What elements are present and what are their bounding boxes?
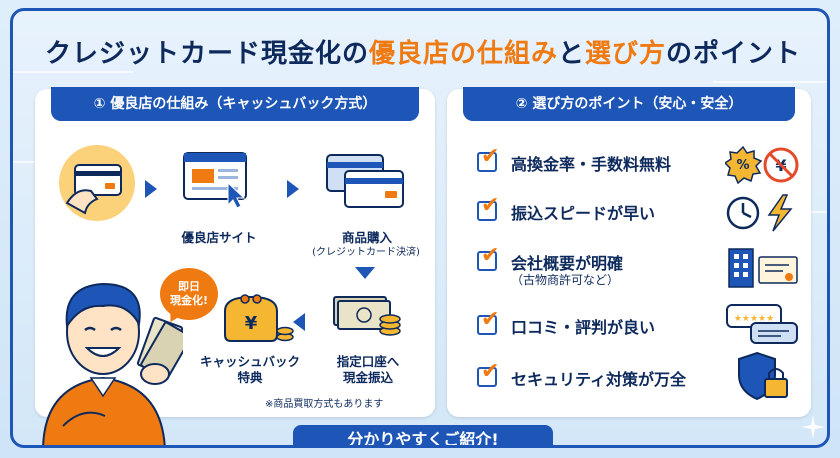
point-item-speed: ✔ 振込スピードが早い: [477, 193, 797, 233]
decor-line: [713, 81, 827, 83]
review-bubbles-icon: ★★★★★: [726, 304, 798, 344]
checkbox-icon: ✔: [477, 245, 499, 271]
arrow-right: [287, 180, 299, 198]
website-icon: [183, 152, 247, 209]
checkbox-icon: ✔: [477, 195, 499, 221]
svg-text:¥: ¥: [245, 313, 258, 334]
checkbox-icon: ✔: [477, 146, 499, 172]
percent-yen-icon: % ¥: [725, 145, 799, 185]
shield-lock-icon: [738, 351, 788, 401]
building-certificate-icon: [728, 248, 798, 288]
svg-text:★★★★★: ★★★★★: [734, 314, 774, 324]
arrow-left: [293, 313, 305, 331]
point-item-company: ✔ 会社概要が明確 （古物商許可など）: [477, 243, 797, 293]
page-title: クレジットカード現金化の優良店の仕組みと選び方のポイント: [44, 39, 802, 69]
clock-lightning-icon: [726, 194, 793, 232]
same-day-bubble: 即日 現金化!: [160, 268, 218, 320]
checkbox-icon: ✔: [477, 309, 499, 335]
decor-line: [13, 71, 133, 73]
step-cashback-label-2: 特典: [237, 370, 263, 385]
arrow-down: [355, 267, 375, 279]
step-purchase-label: 商品購入: [341, 230, 392, 245]
step-transfer-label-2: 現金振込: [342, 370, 393, 385]
intro-banner: 分かりやすくご紹介!: [293, 425, 553, 445]
point-item-rate: ✔ 高換金率・手数料無料: [477, 144, 797, 184]
svg-text:%: %: [736, 158, 749, 173]
sparkle-icon: [801, 415, 825, 439]
method-note: ※商品買取方式もあります: [265, 399, 384, 410]
mechanism-panel-header: ① 優良店の仕組み（キャッシュバック方式）: [51, 87, 419, 121]
cash-coins-icon: [333, 296, 401, 336]
step-site-label: 優良店サイト: [181, 230, 257, 245]
purse-icon: ¥: [224, 294, 294, 342]
points-panel: ② 選び方のポイント（安心・安全） ✔ 高換金率・手数料無料 % ¥ ✔ 振込ス…: [447, 87, 811, 417]
step-purchase-sub: (クレジットカード決済): [312, 247, 420, 258]
point-item-reviews: ✔ 口コミ・評判が良い: [477, 307, 797, 347]
arrow-right: [145, 180, 157, 198]
infographic-frame: クレジットカード現金化の優良店の仕組みと選び方のポイント ① 優良店の仕組み（キ…: [10, 8, 830, 448]
hand-card-icon: [59, 145, 135, 221]
step-cashback-label: キャッシュバック: [199, 354, 300, 369]
checkbox-icon: ✔: [477, 361, 499, 387]
mechanism-panel: ① 優良店の仕組み（キャッシュバック方式） 優良店サイト: [35, 87, 435, 417]
step-transfer-label: 指定口座へ: [336, 354, 400, 369]
smiling-man-illustration: [42, 282, 183, 445]
points-panel-header: ② 選び方のポイント（安心・安全）: [463, 87, 795, 121]
credit-cards-icon: [326, 154, 404, 208]
point-item-security: ✔ セキュリティ対策が万全: [477, 359, 797, 399]
